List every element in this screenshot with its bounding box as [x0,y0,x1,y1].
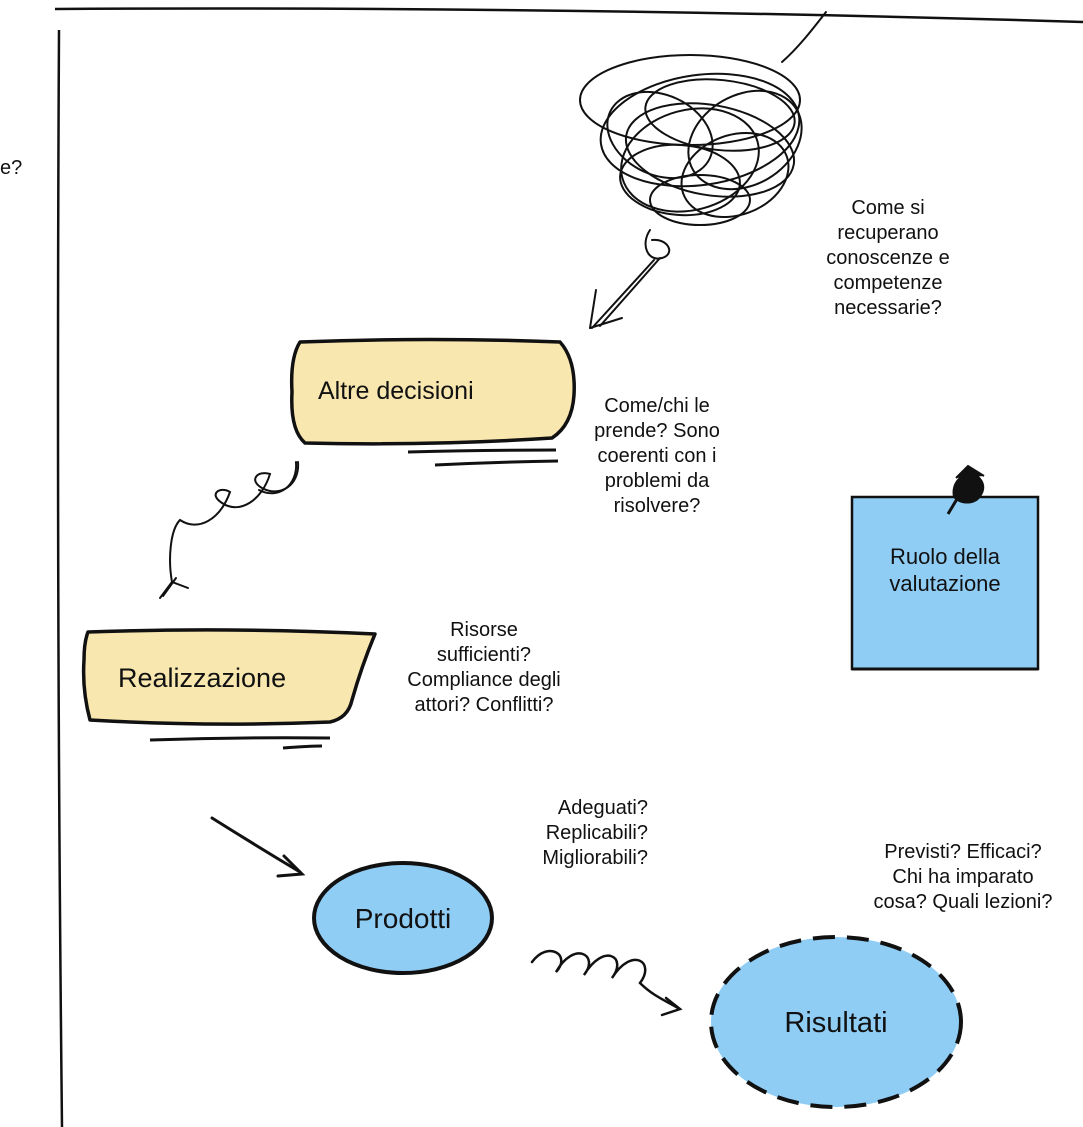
loopy-arrow [530,949,683,1017]
realizzazione-underline-1 [149,736,331,742]
wavy-arrow-decisions [159,461,300,599]
scribble-tangle [579,11,827,329]
question-prodotti: Adeguati? Replicabili? Migliorabili? [542,797,648,869]
left-edge-fragment-text: e? [0,157,23,179]
question-risultati: Previsti? Efficaci? Chi ha imparato cosa… [873,841,1053,913]
prodotti-label: Prodotti [354,903,452,934]
question-conoscenze: Come si recuperano conoscenze e competen… [826,197,950,319]
altre-decisioni-underline-2 [434,459,559,467]
ruolo-valutazione-card [850,495,1040,671]
altre-decisioni-label: Altre decisioni [318,377,474,405]
altre-decisioni-underline-1 [407,448,557,454]
question-realizzazione: Risorse sufficienti? Compliance degli at… [407,619,561,716]
ruolo-valutazione-label: Ruolo della valutazione [889,544,1001,596]
frame-left-line [56,29,64,1127]
realizzazione-box [81,628,377,726]
realizzazione-underline-2 [282,744,323,750]
question-decisioni: Come/chi le prende? Sono coerenti con i … [594,395,720,517]
frame-top-line [54,7,1083,24]
realizzazione-label: Realizzazione [118,663,287,693]
altre-decisioni-box [289,337,576,446]
arrow-to-prodotti [210,816,306,878]
risultati-label: Risultati [784,1007,888,1039]
prodotti-ellipse [312,861,494,975]
risultati-ellipse [709,935,963,1109]
pushpin-icon [946,464,985,515]
